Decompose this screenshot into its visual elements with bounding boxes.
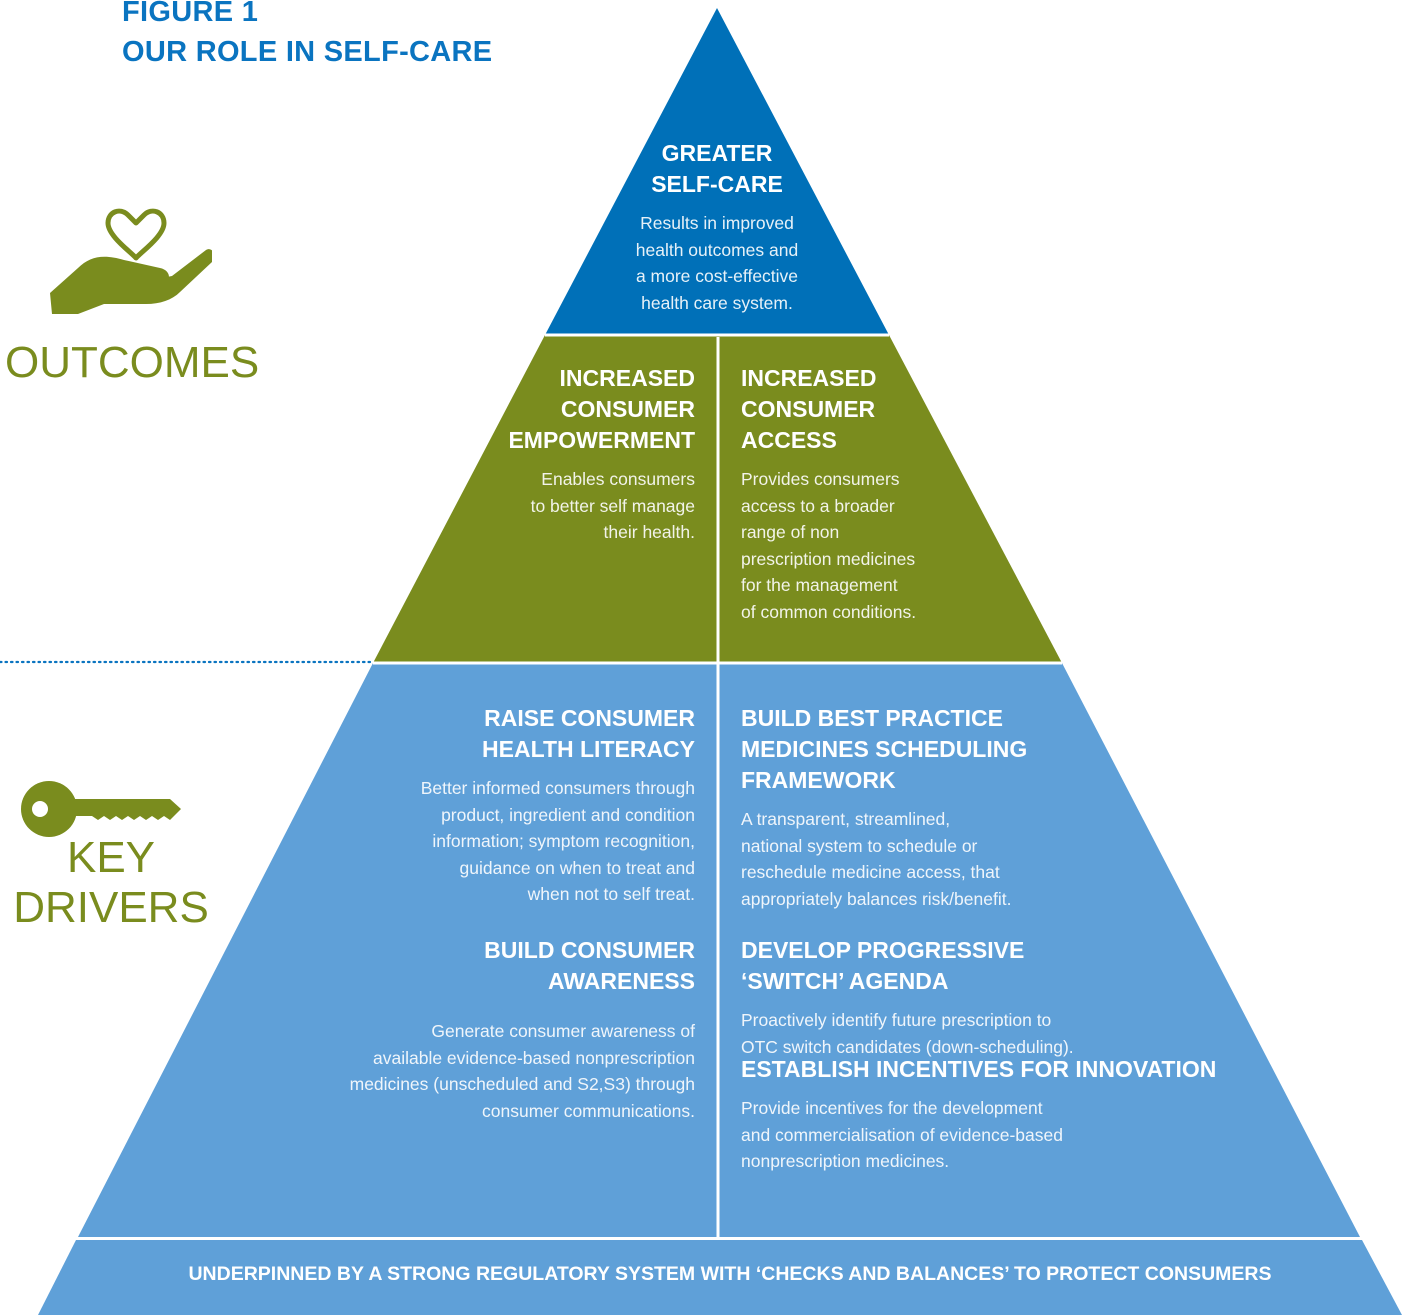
heading-line: GREATER [661,140,773,166]
block-heading: BUILD CONSUMER AWARENESS [255,935,695,997]
block-heading: ESTABLISH INCENTIVES FOR INNOVATION [741,1054,1261,1085]
heading-line: BUILD CONSUMER [484,937,695,963]
figure-heading: OUR ROLE IN SELF-CARE [122,36,493,68]
heading-line: AWARENESS [548,968,695,994]
body-line: Better informed consumers through [420,778,695,798]
heading-line: INCREASED [559,365,695,391]
body-line: A transparent, streamlined, [741,809,951,829]
consumer-access-block: INCREASED CONSUMER ACCESS Provides consu… [741,363,1001,625]
block-heading: RAISE CONSUMER HEALTH LITERACY [295,703,695,765]
body-line: health care system. [641,292,793,313]
body-line: Provide incentives for the development [741,1098,1043,1118]
block-heading: INCREASED CONSUMER EMPOWERMENT [475,363,695,456]
block-body: Generate consumer awareness of available… [255,1018,695,1124]
body-line: national system to schedule or [741,835,978,856]
heading-line: SELF-CARE [651,171,783,197]
body-line: nonprescription medicines. [741,1151,950,1171]
key-drivers-label: KEY DRIVERS [0,833,222,933]
outcomes-label: OUTCOMES [5,338,260,387]
heading-line: DEVELOP PROGRESSIVE [741,937,1025,963]
key-icon [21,781,181,837]
heading-line: ACCESS [741,427,837,453]
body-line: health outcomes and [635,239,799,260]
body-line: Provides consumers [741,469,900,489]
heading-line: CONSUMER [741,396,876,422]
body-line: and commercialisation of evidence-based [741,1124,1063,1145]
block-heading: INCREASED CONSUMER ACCESS [741,363,1001,456]
consumer-empowerment-block: INCREASED CONSUMER EMPOWERMENT Enables c… [475,363,695,546]
heading-line: HEALTH LITERACY [482,736,695,762]
block-body: Enables consumers to better self manage … [475,466,695,546]
innovation-incentives-block: ESTABLISH INCENTIVES FOR INNOVATION Prov… [741,1054,1261,1175]
body-line: their health. [603,522,695,542]
figure-title: FIGURE 1 OUR ROLE IN SELF-CARE [122,0,492,72]
heading-line: MEDICINES SCHEDULING [741,736,1028,762]
heading-line: INCREASED [741,365,877,391]
body-line: product, ingredient and condition [441,804,695,825]
body-line: OTC switch candidates (down-scheduling). [741,1036,1074,1057]
body-line: appropriately balances risk/benefit. [741,888,1012,909]
block-body: Better informed consumers through produc… [295,775,695,908]
block-body: Results in improved health outcomes and … [590,210,844,316]
body-line: guidance on when to treat and [459,857,695,878]
body-line: for the management [741,575,898,595]
body-line: range of non [741,522,840,542]
body-line: medicines (unscheduled and S2,S3) throug… [349,1074,695,1094]
regulatory-footer: UNDERPINNED BY A STRONG REGULATORY SYSTE… [188,1263,1272,1285]
block-body: Provide incentives for the development a… [741,1095,1261,1175]
block-heading: BUILD BEST PRACTICE MEDICINES SCHEDULING… [741,703,1121,796]
block-heading: GREATER SELF-CARE [590,138,844,200]
body-line: reschedule medicine access, that [741,862,1000,882]
base-band [38,1240,1402,1315]
body-line: Results in improved [640,213,794,233]
body-line: available evidence-based nonprescription [372,1047,695,1068]
block-body: Proactively identify future prescription… [741,1007,1161,1060]
drivers-word: DRIVERS [13,883,209,932]
scheduling-framework-block: BUILD BEST PRACTICE MEDICINES SCHEDULING… [741,703,1121,912]
body-line: of common conditions. [741,601,917,622]
greater-self-care-block: GREATER SELF-CARE Results in improved he… [590,138,844,316]
heading-line: RAISE CONSUMER [484,705,695,731]
body-line: when not to self treat. [527,884,695,904]
body-line: Enables consumers [541,469,695,489]
hand-heart-icon [50,208,212,314]
heading-line: ESTABLISH INCENTIVES FOR INNOVATION [741,1056,1217,1082]
heading-line: FRAMEWORK [741,767,896,793]
body-line: a more cost-effective [635,266,799,286]
block-body: A transparent, streamlined, national sys… [741,806,1121,912]
body-line: access to a broader [741,495,895,516]
heading-line: BUILD BEST PRACTICE [741,705,1003,731]
body-line: consumer communications. [482,1100,695,1121]
body-line: information; symptom recognition, [432,831,695,851]
heading-line: EMPOWERMENT [508,427,695,453]
top-tier [545,8,889,335]
consumer-awareness-block: BUILD CONSUMER AWARENESS Generate consum… [255,935,695,1124]
block-body: Provides consumers access to a broader r… [741,466,1001,625]
switch-agenda-block: DEVELOP PROGRESSIVE ‘SWITCH’ AGENDA Proa… [741,935,1161,1060]
health-literacy-block: RAISE CONSUMER HEALTH LITERACY Better in… [295,703,695,908]
body-line: prescription medicines [741,548,916,569]
block-heading: DEVELOP PROGRESSIVE ‘SWITCH’ AGENDA [741,935,1161,997]
body-line: to better self manage [530,495,695,516]
body-line: Generate consumer awareness of [431,1021,695,1041]
heading-line: CONSUMER [560,396,695,422]
body-line: Proactively identify future prescription… [741,1010,1052,1030]
heading-line: ‘SWITCH’ AGENDA [741,968,949,994]
figure-number: FIGURE 1 [122,0,259,28]
key-word: KEY [66,833,156,882]
